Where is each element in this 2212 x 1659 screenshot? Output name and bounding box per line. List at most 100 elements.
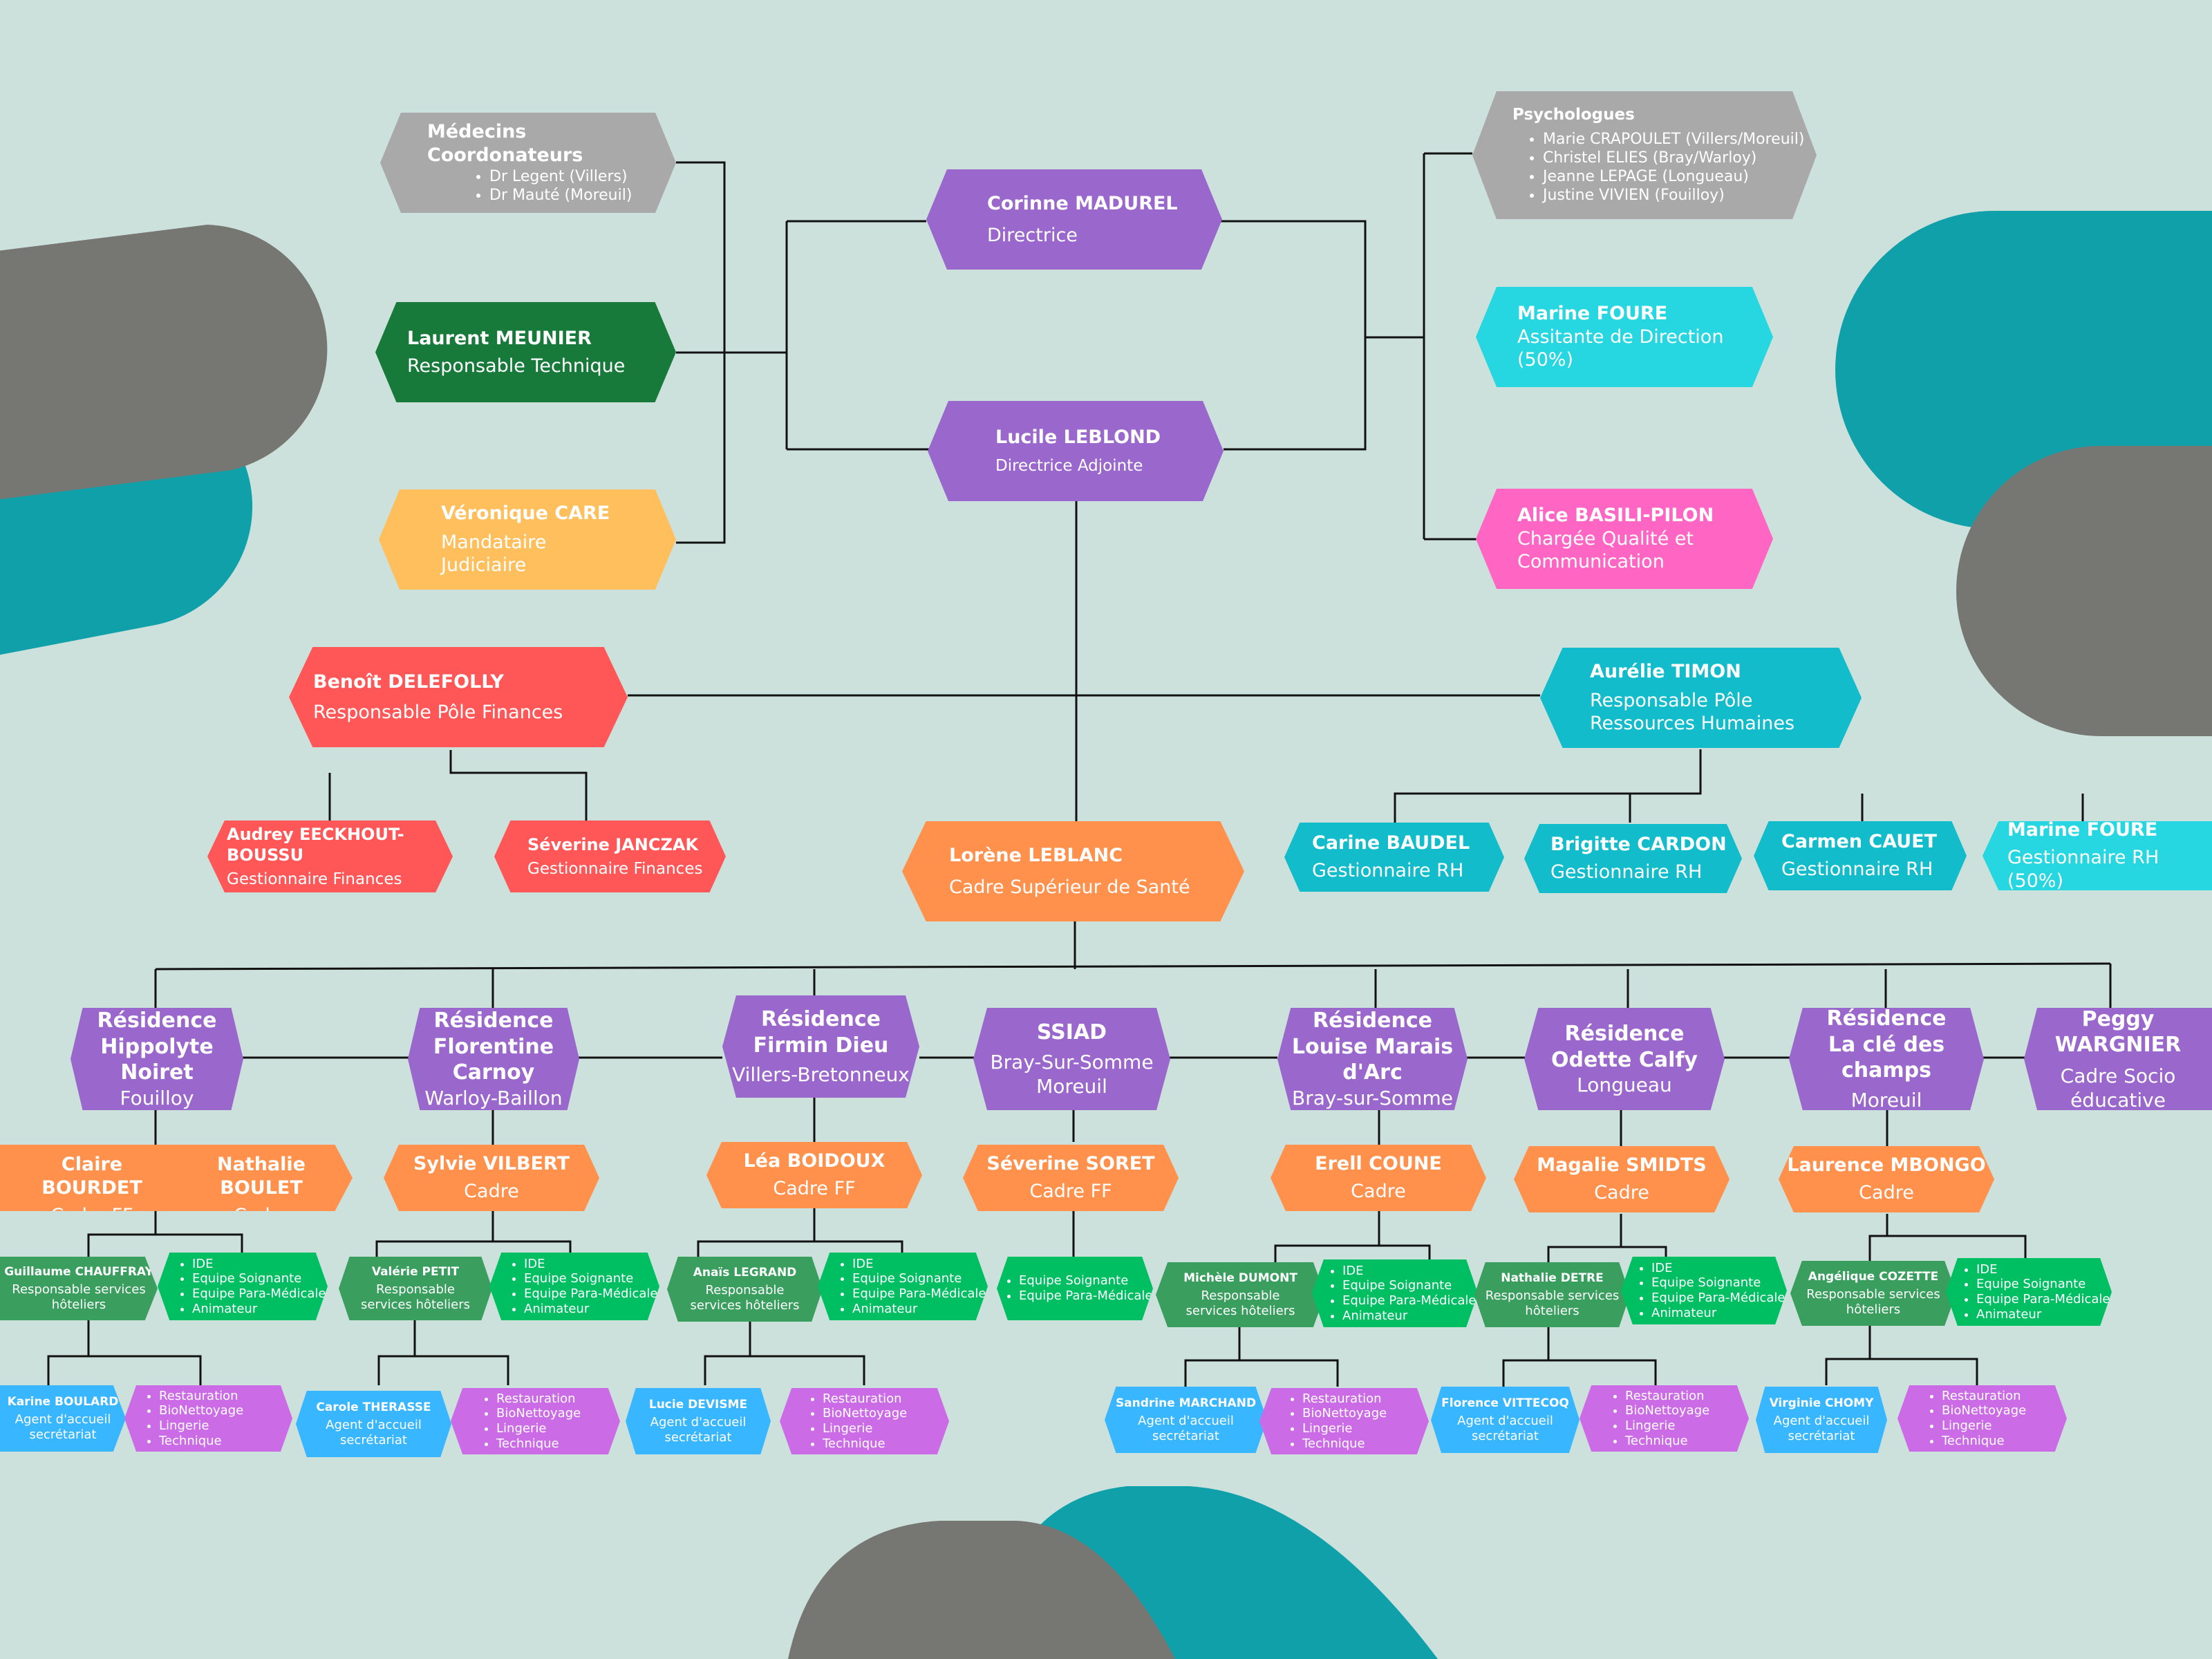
person-name: Michèle DUMONT <box>1183 1271 1297 1285</box>
accueil-box: Karine BOULARD Agent d'accueil secrétari… <box>0 1385 126 1452</box>
soins-list: IDE Equipe Soignante Equipe Para-Médical… <box>1621 1261 1787 1320</box>
hotelier-box: Valérie PETIT Responsable services hôtel… <box>339 1257 492 1320</box>
person-role: Directrice Adjointe <box>995 457 1143 475</box>
person-role: services hôteliers <box>1185 1303 1295 1318</box>
list-item: Equipe Soignante <box>1342 1278 1478 1293</box>
person-name: Sylvie VILBERT <box>413 1153 570 1175</box>
list-item: Animateur <box>524 1302 659 1317</box>
person-role: Judiciaire <box>441 554 527 577</box>
site-line1: Résidence <box>97 1009 217 1033</box>
site-box: Résidence Florentine Carnoy Warloy-Baill… <box>408 1008 579 1110</box>
site-line1: Résidence <box>1826 1006 1947 1031</box>
hotelier-box: Guillaume CHAUFFRAY Responsable services… <box>0 1257 158 1320</box>
person-name: Erell COUNE <box>1315 1153 1442 1175</box>
list-item: Technique <box>1942 1434 2067 1449</box>
person-name: Anaïs LEGRAND <box>693 1265 797 1280</box>
site-box: Résidence La clé des champs Moreuil <box>1789 1008 1984 1110</box>
meunier-box: Laurent MEUNIER Responsable Technique <box>375 302 676 402</box>
list-item: Animateur <box>1342 1309 1478 1324</box>
person-name: Magalie SMIDTS <box>1537 1154 1707 1177</box>
soins-box: IDE Equipe Soignante Equipe Para-Médical… <box>489 1253 659 1320</box>
list-item: Equipe Para-Médicale <box>1976 1292 2112 1307</box>
accueil-box: Sandrine MARCHAND Agent d'accueil secrét… <box>1105 1387 1267 1453</box>
site-line2: Hippolyte Noiret <box>100 1034 214 1085</box>
site-line2: Odette Calfy <box>1551 1047 1698 1072</box>
person-name: Claire BOURDET <box>41 1154 142 1199</box>
person-role: Agent d'accueil <box>650 1415 747 1430</box>
accueil-box: Lucie DEVISME Agent d'accueil secrétaria… <box>626 1388 771 1454</box>
medecins-title: Médecins Coordonateurs <box>427 120 583 166</box>
list-item: BioNettoyage <box>1625 1403 1749 1418</box>
list-item: Animateur <box>1651 1306 1787 1321</box>
soins-list: IDE Equipe Soignante Equipe Para-Médical… <box>489 1257 659 1316</box>
list-item: BioNettoyage <box>823 1406 949 1421</box>
finance-member-box: Audrey EECKHOUT-BOUSSU Gestionnaire Fina… <box>207 821 453 892</box>
person-name: Aurélie TIMON <box>1590 660 1741 682</box>
soins-list: IDE Equipe Soignante Equipe Para-Médical… <box>1946 1262 2112 1322</box>
list-item: IDE <box>192 1257 328 1272</box>
hr-member-box: Marine FOURE Gestionnaire RH (50%) <box>1983 821 2212 890</box>
site-line3: Villers-Bretonneux <box>732 1063 910 1086</box>
list-item: IDE <box>1651 1261 1787 1276</box>
hotelier-box: Michèle DUMONT Responsable services hôte… <box>1156 1262 1325 1327</box>
services-list: Restauration BioNettoyage Lingerie Techn… <box>124 1389 292 1448</box>
finance-member-box: Séverine JANCZAK Gestionnaire Finances <box>494 821 726 892</box>
list-item: Lingerie <box>1942 1418 2067 1434</box>
person-role: Cadre FF <box>50 1204 133 1226</box>
leblond-box: Lucile LEBLOND Directrice Adjointe <box>928 401 1224 501</box>
person-role: secrétariat <box>339 1432 407 1447</box>
services-list: Restauration BioNettoyage Lingerie Techn… <box>1259 1391 1429 1451</box>
site-line3: Moreuil <box>1036 1074 1107 1098</box>
list-item: Restauration <box>496 1391 620 1407</box>
soins-list: Equipe Soignante Equipe Para-Médicale <box>997 1273 1153 1303</box>
list-item: Equipe Para-Médicale <box>524 1286 659 1302</box>
list-item: Technique <box>1302 1436 1429 1452</box>
hotelier-box: Nathalie DETRE Responsable services hôte… <box>1474 1262 1630 1327</box>
person-role: (50%) <box>1517 349 1574 371</box>
person-role: Responsable services <box>1485 1288 1620 1304</box>
cadre-box: Séverine SORET Cadre FF <box>963 1145 1179 1211</box>
person-name: Séverine SORET <box>986 1153 1155 1175</box>
accueil-box: Carole THERASSE Agent d'accueil secrétar… <box>296 1391 451 1457</box>
person-role: Agent d'accueil <box>1773 1414 1870 1429</box>
list-item: BioNettoyage <box>1942 1403 2067 1418</box>
site-line2: Firmin Dieu <box>753 1033 889 1058</box>
list-item: Lingerie <box>159 1418 292 1434</box>
list-item: Animateur <box>192 1302 328 1317</box>
services-list: Restauration BioNettoyage Lingerie Techn… <box>451 1391 620 1451</box>
deco-shape-right <box>1835 211 2212 736</box>
person-name: Karine BOULARD <box>7 1394 119 1409</box>
hr-member-box: Carine BAUDEL Gestionnaire RH <box>1284 823 1504 892</box>
medecins-box: Médecins Coordonateurs Dr Legent (Viller… <box>380 113 676 213</box>
person-role: Communication <box>1517 551 1665 573</box>
person-name: Carmen CAUET <box>1781 831 1938 853</box>
person-name: Angélique COZETTE <box>1808 1269 1939 1284</box>
person-name: Carole THERASSE <box>316 1400 431 1414</box>
list-item: BioNettoyage <box>496 1406 620 1421</box>
list-item: Christel ELIES (Bray/Warloy) <box>1543 149 1817 168</box>
person-name: Lorène LEBLANC <box>949 844 1123 866</box>
person-role: Cadre <box>464 1181 519 1202</box>
list-item: Animateur <box>852 1302 988 1317</box>
person-role: hôteliers <box>1846 1302 1901 1317</box>
site-line2: Cadre Socio <box>2060 1064 2176 1087</box>
person-role: Responsable services <box>12 1282 146 1297</box>
list-item: Equipe Soignante <box>1651 1275 1787 1291</box>
cadre-box: Magalie SMIDTS Cadre <box>1514 1146 1730 1212</box>
site-line1: Résidence <box>1313 1009 1432 1033</box>
person-name: Laurent MEUNIER <box>407 327 592 349</box>
list-item: Equipe Soignante <box>192 1271 328 1286</box>
list-item: Restauration <box>1942 1389 2067 1404</box>
list-item: Equipe Para-Médicale <box>852 1286 988 1302</box>
list-item: Equipe Para-Médicale <box>1019 1288 1153 1304</box>
person-role: Responsable services <box>1806 1287 1940 1302</box>
person-role: services hôteliers <box>690 1297 800 1313</box>
ssiad-soins-box: Equipe Soignante Equipe Para-Médicale <box>997 1257 1153 1320</box>
person-name: Guillaume CHAUFFRAY <box>4 1264 153 1279</box>
list-item: BioNettoyage <box>159 1403 292 1418</box>
list-item: Equipe Soignante <box>524 1271 659 1286</box>
person-role: Cadre FF <box>1029 1181 1112 1202</box>
person-name: Nathalie DETRE <box>1501 1271 1604 1285</box>
site-box: Peggy WARGNIER Cadre Socio éducative <box>2024 1008 2212 1110</box>
list-item: Jeanne LEPAGE (Longueau) <box>1543 168 1817 187</box>
